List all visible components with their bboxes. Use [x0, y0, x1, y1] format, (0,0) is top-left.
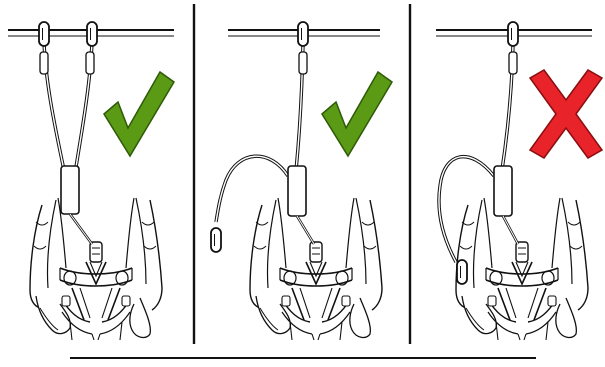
carabiner-icon — [298, 22, 308, 46]
energy-absorber — [288, 166, 306, 216]
check-mark-icon — [322, 72, 392, 156]
panel-2 — [211, 22, 382, 340]
carabiner-icon — [39, 22, 49, 46]
cross-mark-icon — [530, 70, 602, 158]
panel-1 — [8, 22, 174, 340]
carabiner-icon — [457, 260, 467, 284]
harnessed-body — [250, 198, 382, 340]
energy-absorber — [494, 166, 512, 216]
check-mark-icon — [104, 72, 174, 156]
energy-absorber — [61, 166, 79, 214]
carabiner-icon — [508, 22, 518, 46]
lanyard-arm-free — [216, 156, 288, 222]
panel-3 — [436, 22, 592, 340]
verdict-mark-panel-2 — [322, 72, 392, 156]
carabiner-icon — [211, 228, 221, 252]
verdict-mark-panel-1 — [104, 72, 174, 156]
verdict-mark-panel-3 — [530, 70, 602, 158]
carabiner-icon — [87, 22, 97, 46]
harnessed-body — [456, 198, 588, 340]
harnessed-body — [30, 198, 162, 340]
